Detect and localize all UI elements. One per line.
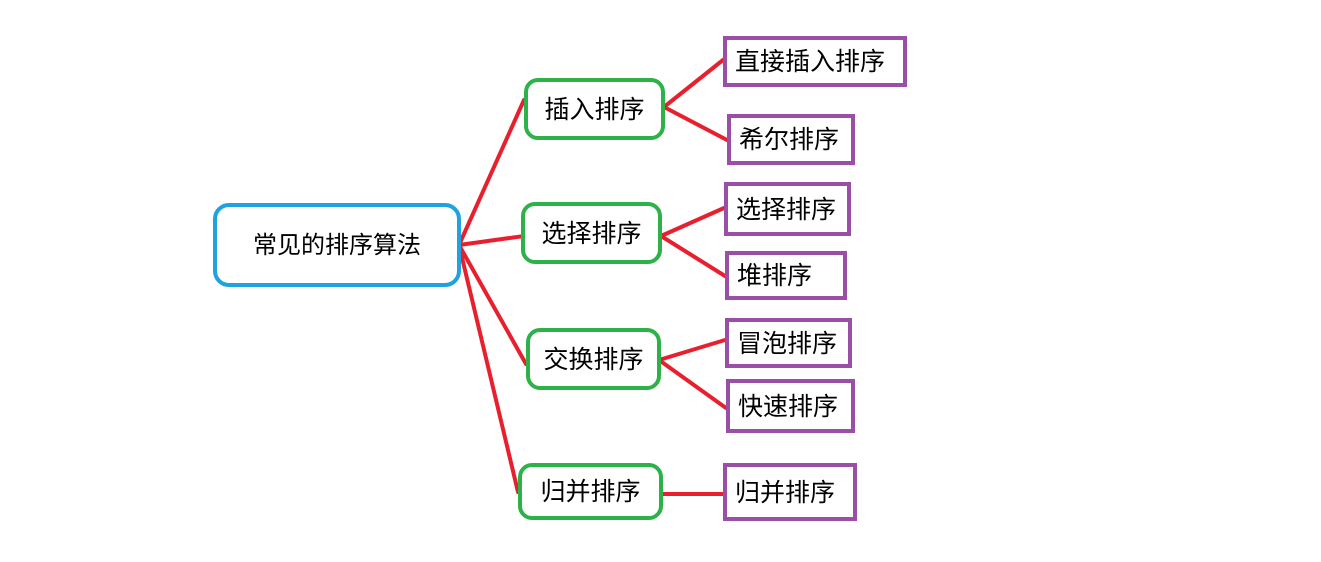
root-label: 常见的排序算法: [253, 231, 421, 259]
leaf-label: 直接插入排序: [735, 47, 886, 76]
category-label: 插入排序: [544, 94, 645, 124]
category-label: 归并排序: [540, 477, 641, 506]
leaf-label: 归并排序: [735, 477, 836, 507]
leaf-node-selection: 选择排序: [724, 182, 851, 236]
connector-root-exchange: [457, 243, 528, 366]
category-node-insertion: 插入排序: [524, 78, 665, 140]
leaf-label: 快速排序: [738, 391, 839, 421]
connector-exchange-bubble: [657, 338, 727, 362]
leaf-label: 选择排序: [736, 194, 837, 224]
leaf-node-heap: 堆排序: [725, 251, 847, 300]
leaf-node-bubble: 冒泡排序: [725, 318, 852, 368]
connector-root-insertion: [457, 98, 526, 247]
root-node: 常见的排序算法: [213, 203, 461, 287]
category-node-exchange: 交换排序: [526, 328, 661, 390]
category-node-selection: 选择排序: [521, 202, 662, 264]
connector-root-selection: [457, 234, 526, 247]
leaf-node-direct-insertion: 直接插入排序: [723, 36, 907, 87]
connector-selection-heap: [659, 234, 727, 278]
leaf-node-quick: 快速排序: [726, 379, 855, 433]
category-label: 选择排序: [541, 218, 642, 248]
leaf-node-merge: 归并排序: [723, 463, 857, 521]
connector-insertion-shell: [662, 105, 729, 142]
connector-selection-selection: [659, 206, 726, 238]
leaf-label: 希尔排序: [739, 125, 840, 154]
leaf-node-shell: 希尔排序: [727, 114, 855, 165]
connector-exchange-quick: [657, 358, 728, 410]
connector-root-merge: [457, 243, 520, 494]
category-node-merge: 归并排序: [518, 463, 663, 520]
leaf-label: 堆排序: [737, 261, 813, 290]
leaf-label: 冒泡排序: [737, 328, 838, 358]
category-label: 交换排序: [543, 344, 644, 374]
connector-insertion-direct: [662, 58, 725, 109]
